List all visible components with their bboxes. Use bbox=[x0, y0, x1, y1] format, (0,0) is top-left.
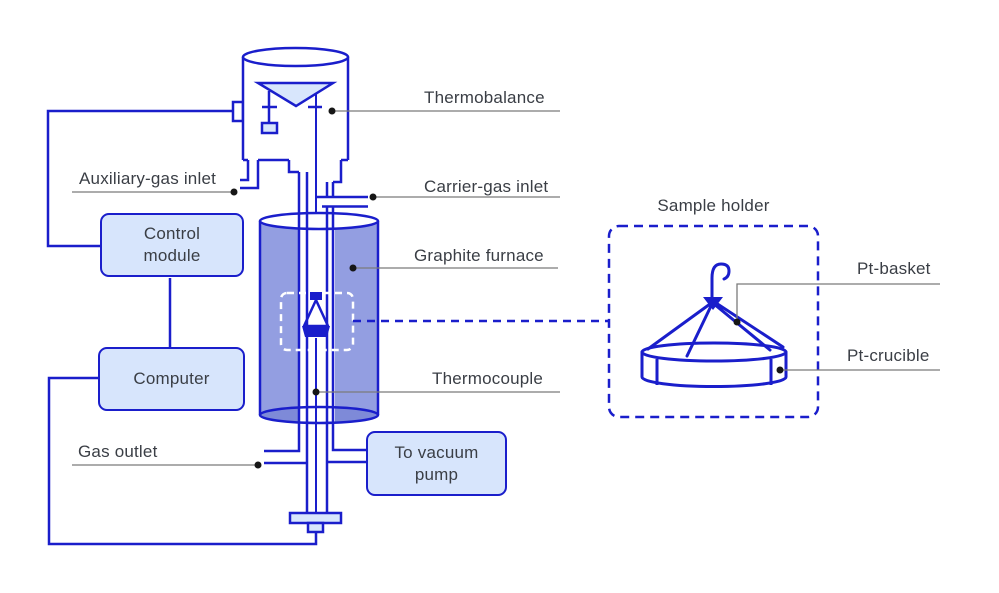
bottom-flange bbox=[288, 511, 343, 525]
balance-body-top bbox=[241, 46, 350, 68]
auxiliary-gas-inlet-label: Auxiliary-gas inlet bbox=[79, 169, 217, 188]
dot-thermocouple bbox=[312, 388, 320, 396]
tube-outer-left-wall bbox=[264, 172, 301, 453]
tube-step-right bbox=[333, 160, 343, 184]
graphite-furnace-label: Graphite furnace bbox=[414, 246, 544, 265]
balance-wire-connector bbox=[231, 100, 245, 123]
vacuum-pump-label-line2: pump bbox=[414, 464, 459, 484]
graphite-furnace bbox=[258, 211, 380, 425]
crucible-body bbox=[640, 352, 788, 388]
wire-control-module-to-balance bbox=[46, 109, 236, 248]
carrier-gas-inlet-label: Carrier-gas inlet bbox=[424, 177, 549, 196]
wire-computer-to-thermocouple bbox=[47, 376, 318, 546]
counterweight-hanger bbox=[262, 91, 277, 123]
dot-auxiliary-gas-inlet bbox=[230, 188, 238, 196]
gas-outlet-label: Gas outlet bbox=[78, 442, 158, 461]
auxiliary-gas-inlet-pipe bbox=[240, 160, 260, 190]
control-module-label-line2: module bbox=[143, 246, 201, 265]
pt-crucible-label: Pt-crucible bbox=[847, 346, 930, 365]
vacuum-pump-box: To vacuum pump bbox=[366, 431, 507, 496]
tube-outer-right-wall bbox=[331, 206, 366, 452]
thermobalance-housing bbox=[241, 46, 350, 292]
basket-wires bbox=[646, 301, 785, 358]
dot-graphite-furnace bbox=[349, 264, 357, 272]
thermobalance-label: Thermobalance bbox=[424, 88, 545, 107]
sample-mini-knob bbox=[310, 292, 322, 300]
computer-box: Computer bbox=[98, 347, 245, 411]
furnace-walls bbox=[258, 221, 380, 415]
control-module-box: Control module bbox=[100, 213, 244, 277]
pt-basket-label: Pt-basket bbox=[857, 259, 931, 278]
control-wiring bbox=[46, 100, 318, 546]
sample-holder-dashed-frame bbox=[607, 224, 820, 419]
balance-beam-icon bbox=[253, 81, 338, 108]
sample-holder-detail bbox=[607, 224, 820, 419]
dot-gas-outlet bbox=[254, 461, 262, 469]
tube-step-left bbox=[287, 160, 299, 174]
dot-carrier-gas-inlet bbox=[369, 193, 377, 201]
leader-lines bbox=[72, 107, 940, 469]
dot-thermobalance bbox=[328, 107, 336, 115]
hook-icon bbox=[710, 262, 731, 303]
dot-pt-basket bbox=[733, 318, 741, 326]
control-module-label-line1: Control bbox=[143, 224, 201, 243]
sample-mini-crucible bbox=[302, 326, 330, 337]
dot-pt-crucible bbox=[776, 366, 784, 374]
computer-label: Computer bbox=[133, 369, 210, 388]
crucible-rim bbox=[640, 341, 788, 363]
crucible-rim-seams bbox=[655, 359, 773, 385]
bottom-flange-stem bbox=[306, 521, 325, 534]
balance-body-walls bbox=[241, 57, 350, 160]
sample-holder-label: Sample holder bbox=[657, 196, 770, 215]
counterweight-icon bbox=[260, 121, 279, 135]
vacuum-pump-label-line1: To vacuum bbox=[394, 442, 479, 462]
leader-pt-basket bbox=[736, 283, 940, 322]
carrier-gas-inlet-pipe bbox=[317, 195, 368, 208]
thermocouple-label: Thermocouple bbox=[432, 369, 544, 388]
sample-zone bbox=[279, 291, 609, 352]
tube-plumbing bbox=[240, 160, 368, 534]
